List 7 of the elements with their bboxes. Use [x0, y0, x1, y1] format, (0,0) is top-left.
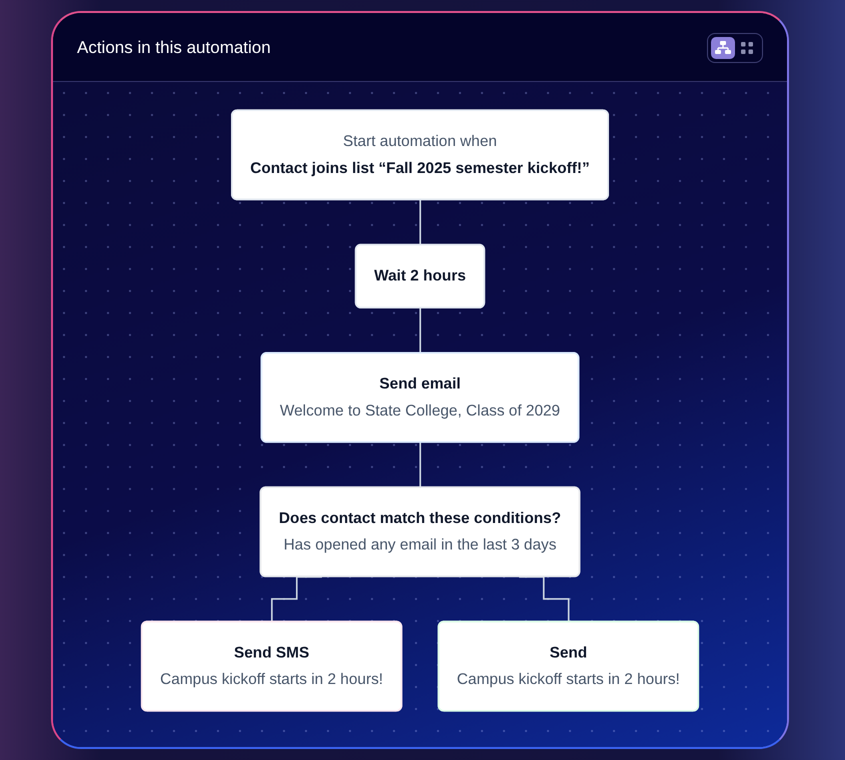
- panel: Actions in this automation Start automation when Contact joins list “Fall 2025 semester kickoff!” Wait 2 hours Send email Welcome to State College, Class of 2029 Does contact match these conditions? Has opened any email in the last 3 days Send SMS Campus kickoff starts in 2 hours! Send Campus kickoff starts in 2 hours!: [51, 11, 789, 749]
- connector: [519, 576, 570, 623]
- title: Actions in this automation: [77, 37, 271, 59]
- connector: [419, 199, 422, 246]
- connector: [419, 442, 422, 488]
- connector: [419, 307, 422, 354]
- connector: [271, 576, 322, 623]
